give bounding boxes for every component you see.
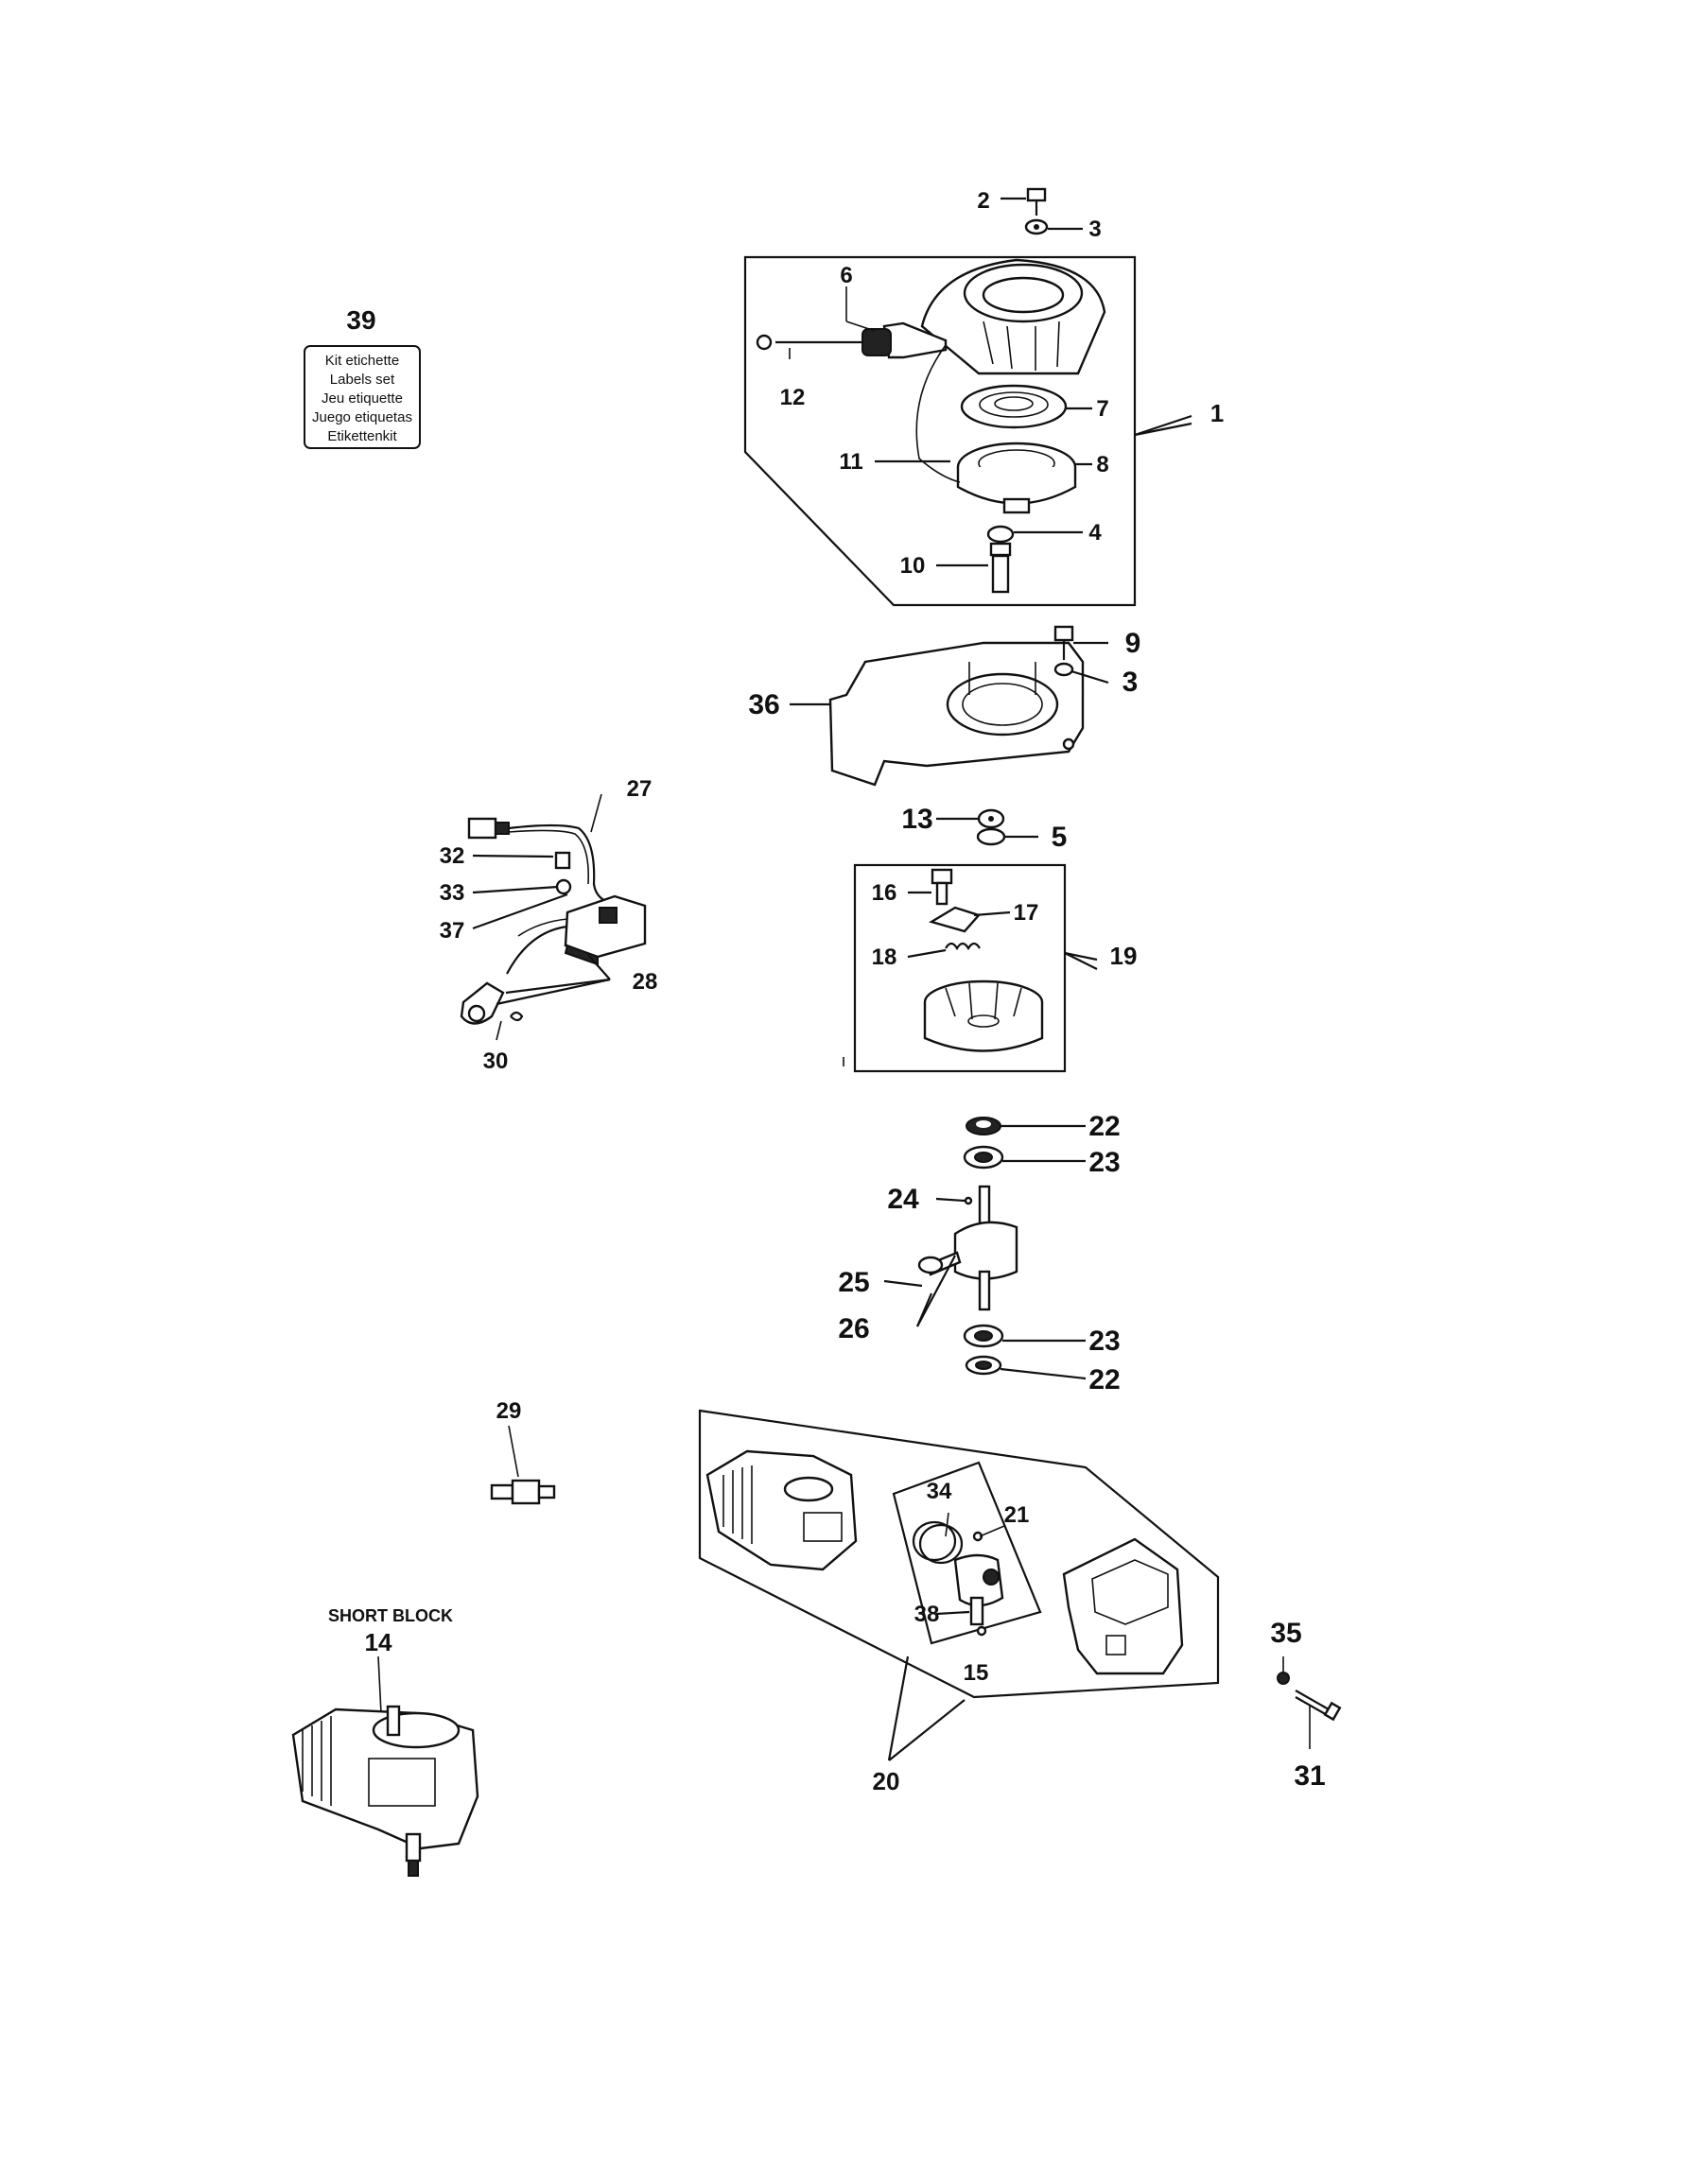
callout-18: 18 bbox=[872, 945, 897, 970]
labels-kit-line-5: Etikettenkit bbox=[327, 428, 397, 444]
ignition-coil-group[interactable]: 27 32 33 37 28 30 bbox=[440, 776, 658, 1074]
callout-29: 29 bbox=[496, 1398, 522, 1424]
callout-10: 10 bbox=[900, 553, 926, 579]
callout-13: 13 bbox=[901, 804, 932, 835]
callout-2: 2 bbox=[977, 188, 989, 214]
labels-kit-line-2: Labels set bbox=[330, 372, 395, 388]
callout-30: 30 bbox=[483, 1049, 509, 1074]
cylinder-crankcase-kit[interactable]: 34 21 38 15 20 bbox=[698, 1409, 1220, 1795]
labels-kit-line-1: Kit etichette bbox=[325, 353, 399, 369]
callout-3-lower: 3 bbox=[1122, 667, 1139, 698]
callout-12: 12 bbox=[780, 385, 806, 410]
top-screw-group[interactable]: 2 3 bbox=[977, 187, 1102, 242]
callout-11: 11 bbox=[839, 449, 862, 475]
callout-9: 9 bbox=[1125, 628, 1141, 659]
crankcase-screw-group[interactable]: 35 31 bbox=[1270, 1618, 1342, 1792]
labels-kit[interactable]: 39 Kit etichette Labels set Jeu etiquett… bbox=[304, 305, 421, 449]
callout-25: 25 bbox=[838, 1267, 869, 1298]
callout-32: 32 bbox=[440, 843, 465, 869]
flywheel-nut-group[interactable]: 13 5 bbox=[901, 804, 1067, 853]
callout-21: 21 bbox=[1004, 1502, 1030, 1528]
callout-26: 26 bbox=[838, 1313, 869, 1344]
callout-14: 14 bbox=[365, 1628, 392, 1656]
callout-24: 24 bbox=[887, 1184, 919, 1215]
callout-23-top: 23 bbox=[1088, 1147, 1120, 1178]
callout-33: 33 bbox=[440, 880, 465, 906]
recoil-starter-kit[interactable]: 6 12 7 8 11 4 10 1 bbox=[743, 255, 1224, 607]
crankshaft-group[interactable]: 22 23 24 25 26 23 22 bbox=[838, 1111, 1120, 1395]
labels-kit-line-4: Juego etiquetas bbox=[312, 409, 412, 425]
callout-6: 6 bbox=[840, 263, 852, 288]
callout-19: 19 bbox=[1110, 942, 1138, 970]
callout-39: 39 bbox=[346, 305, 375, 335]
short-block-title: SHORT BLOCK bbox=[328, 1606, 453, 1625]
callout-23-bottom: 23 bbox=[1088, 1326, 1120, 1357]
callout-5: 5 bbox=[1052, 822, 1068, 853]
callout-37: 37 bbox=[440, 918, 465, 944]
callout-28: 28 bbox=[633, 969, 658, 995]
callout-31: 31 bbox=[1294, 1760, 1325, 1792]
callout-15: 15 bbox=[964, 1660, 989, 1686]
flywheel-kit[interactable]: 16 17 18 19 bbox=[853, 863, 1138, 1073]
callout-3: 3 bbox=[1088, 217, 1101, 242]
callout-1: 1 bbox=[1210, 399, 1224, 427]
callout-20: 20 bbox=[873, 1767, 900, 1795]
callout-4: 4 bbox=[1088, 520, 1102, 546]
callout-7: 7 bbox=[1096, 396, 1108, 422]
labels-kit-line-3: Jeu etiquette bbox=[322, 390, 403, 407]
spark-plug[interactable]: 29 bbox=[490, 1398, 556, 1505]
callout-38: 38 bbox=[914, 1602, 940, 1627]
fan-housing-group[interactable]: 9 3 36 bbox=[748, 625, 1141, 787]
callout-8: 8 bbox=[1096, 452, 1108, 477]
callout-35: 35 bbox=[1270, 1618, 1301, 1649]
short-block[interactable]: SHORT BLOCK 14 bbox=[291, 1606, 479, 1877]
callout-22-bottom: 22 bbox=[1088, 1364, 1120, 1395]
callout-34: 34 bbox=[927, 1479, 952, 1504]
callout-27: 27 bbox=[627, 776, 653, 802]
callout-22-top: 22 bbox=[1088, 1111, 1120, 1142]
callout-36: 36 bbox=[748, 689, 779, 720]
callout-16: 16 bbox=[872, 880, 897, 906]
callout-17: 17 bbox=[1014, 900, 1039, 926]
